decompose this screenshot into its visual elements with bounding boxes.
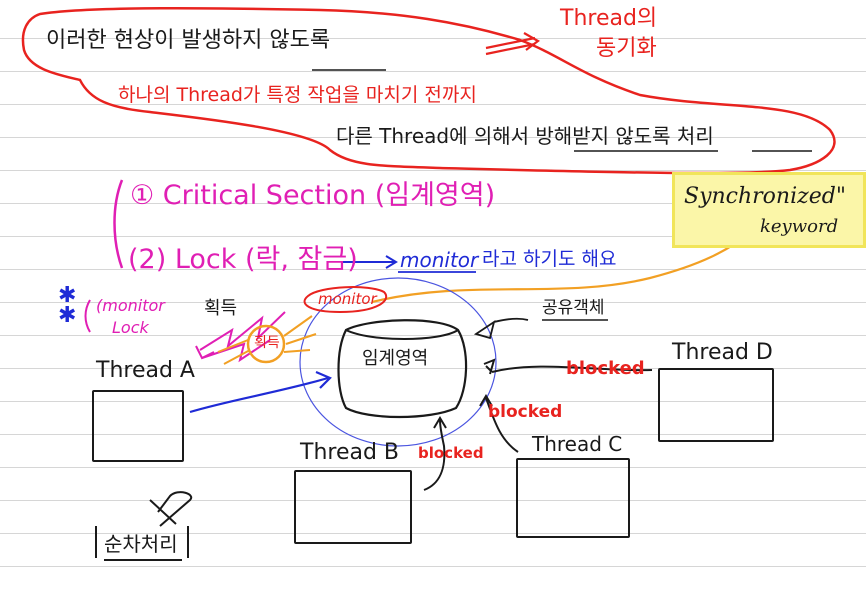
star-icon: ✱ (58, 303, 76, 328)
double-arrow-to-sync (485, 32, 540, 56)
star-icon: ✱ (58, 283, 76, 308)
thread-c-label: Thread C (532, 432, 623, 456)
sequential-processing-label: 순차처리 (104, 532, 178, 556)
monitor-lock-label-2: Lock (112, 318, 149, 337)
keyword-label: keyword (760, 216, 839, 237)
monitor-word: monitor (400, 248, 479, 272)
critical-section-shape (337, 319, 468, 419)
monitor-lock-label: (monitor (96, 296, 165, 315)
shared-object-pointer (473, 317, 529, 340)
monitor-tag: monitor (318, 290, 377, 308)
arrow-to-monitor (343, 255, 398, 269)
thread-a-box (92, 390, 184, 462)
top-note-line2: 하나의 Thread가 특정 작업을 마치기 전까지 (118, 84, 477, 106)
lock-item: (2) Lock (락, 잠금) (128, 244, 358, 275)
thread-sync-title-line2: 동기화 (596, 36, 657, 61)
top-note-line1: 이러한 현상이 발생하지 않도록 (46, 28, 331, 53)
critical-section-label: 임계영역 (362, 348, 429, 369)
thread-b-label: Thread B (300, 440, 400, 465)
shared-object-label: 공유객체 (542, 298, 605, 318)
synchronized-keyword-note (672, 172, 866, 248)
thread-d-label: Thread D (672, 340, 773, 365)
orange-arrow-to-synchronized (371, 231, 751, 304)
synchronized-label: Synchronized" (684, 184, 846, 209)
thread-b-arrow (423, 416, 447, 491)
thread-c-arrow (479, 394, 519, 453)
blocked-c-label: blocked (488, 402, 563, 422)
list-bracket (113, 179, 124, 269)
blocked-d-label: blocked (566, 358, 645, 379)
acquire-rays (217, 315, 317, 365)
top-note-red-outline (21, 6, 836, 175)
thread-d-box (658, 368, 774, 442)
top-note-line3: 다른 Thread에 의해서 방해받지 않도록 처리 (336, 124, 714, 148)
acquire-circle-text: 획득 (254, 335, 280, 351)
thread-a-arrow (189, 370, 332, 414)
critical-section-item: ① Critical Section (임계영역) (130, 180, 496, 211)
acquire-circle (246, 324, 286, 364)
thread-d-arrow (483, 358, 653, 375)
monitor-lock-acquire: 획득 (204, 298, 238, 319)
thread-sync-title-line1: Thread의 (560, 6, 658, 31)
lock-item-suffix: 라고 하기도 해요 (482, 248, 617, 270)
blocked-b-label: blocked (418, 444, 484, 462)
monitor-tag-outline (303, 286, 388, 314)
sequential-check-icon (149, 491, 193, 527)
thread-c-box (516, 458, 630, 538)
monitor-circle (299, 277, 497, 447)
thread-a-label: Thread A (96, 358, 195, 383)
thread-b-box (294, 470, 412, 544)
